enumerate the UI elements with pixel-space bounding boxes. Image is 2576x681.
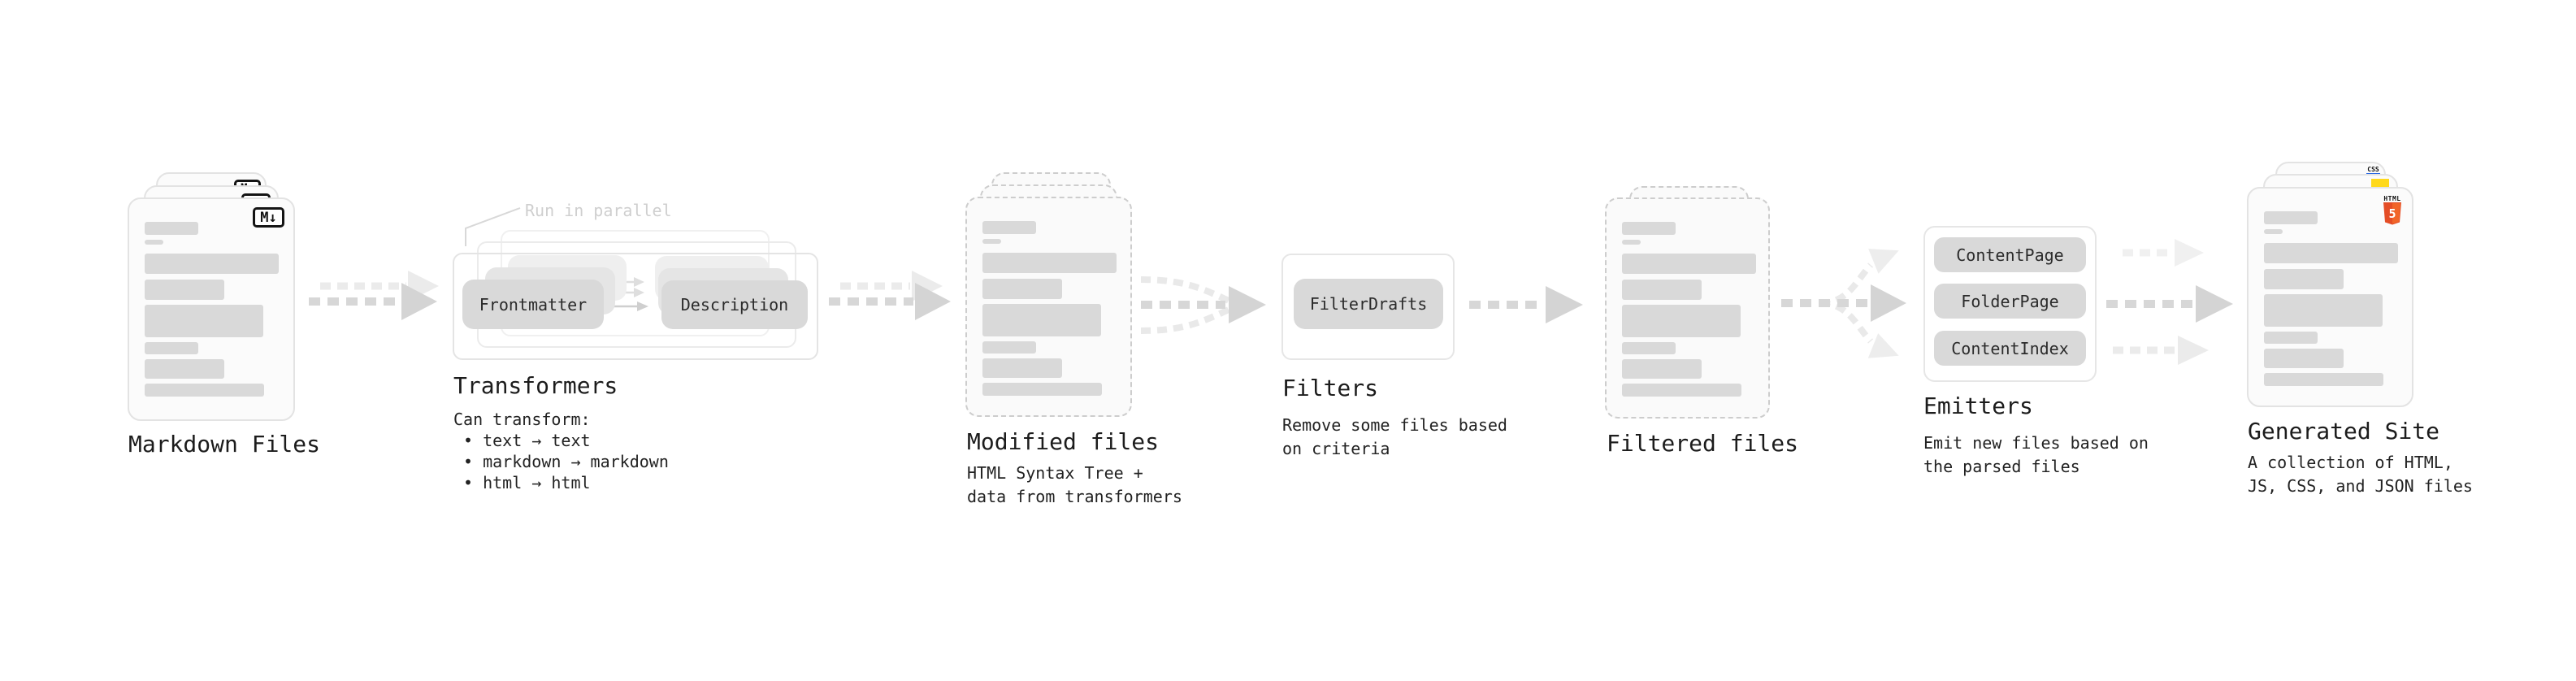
css-icon: CSS (2367, 166, 2379, 173)
generated-site-description: A collection of HTML, JS, CSS, and JSON … (2248, 451, 2473, 498)
modified-desc-line: data from transformers (967, 487, 1182, 506)
html5-icon: HTML 5 (2383, 195, 2402, 225)
generated-site-label: Generated Site (2248, 418, 2440, 445)
emitters-desc-line: Emit new files based on (1923, 433, 2149, 453)
filters-description: Remove some files based on criteria (1282, 414, 1507, 461)
transformers-box-front (453, 253, 818, 360)
modified-desc-line: HTML Syntax Tree + (967, 463, 1143, 483)
filtered-files-label: Filtered files (1607, 430, 1799, 457)
arrow-split-filtered-to-emitters (1781, 249, 1906, 358)
emitters-description: Emit new files based on the parsed files (1923, 432, 2149, 479)
emitters-box (1923, 226, 2097, 382)
transformers-bullet: • text → text (463, 431, 591, 450)
transformer-node-frontmatter: Frontmatter (462, 280, 604, 329)
html5-icon-label: HTML (2383, 195, 2401, 202)
filtered-file-card-front (1605, 197, 1770, 419)
svg-text:5: 5 (2388, 206, 2396, 221)
generated-desc-line: A collection of HTML, (2248, 453, 2453, 472)
emitter-node-contentindex: ContentIndex (1934, 331, 2086, 366)
transformers-heading: Transformers (453, 372, 618, 399)
arrow-transformers-to-modified (829, 271, 951, 320)
transformers-description: Can transform: • text → text • markdown … (453, 409, 669, 493)
file-content-skeleton (145, 222, 279, 397)
arrow-markdown-to-transformers (309, 271, 439, 320)
markdown-icon: M↓ (253, 207, 284, 228)
transformers-bullet: • html → html (463, 473, 591, 492)
emitter-node-contentpage: ContentPage (1934, 237, 2086, 272)
filters-box (1281, 254, 1455, 360)
arrow-filters-to-filtered (1469, 286, 1583, 323)
filters-heading: Filters (1282, 375, 1379, 401)
filters-desc-line: Remove some files based (1282, 415, 1507, 435)
modified-file-card-front (965, 197, 1132, 417)
modified-files-label: Modified files (967, 428, 1160, 455)
emitters-heading: Emitters (1923, 393, 2033, 419)
generated-desc-line: JS, CSS, and JSON files (2248, 476, 2473, 496)
transformers-desc-title: Can transform: (453, 410, 591, 429)
emitters-desc-line: the parsed files (1923, 457, 2080, 476)
emitter-node-folderpage: FolderPage (1934, 284, 2086, 319)
run-in-parallel-annotation: Run in parallel (525, 201, 672, 220)
transformers-bullet: • markdown → markdown (463, 452, 669, 471)
markdown-files-label: Markdown Files (128, 431, 321, 458)
file-content-skeleton (1622, 222, 1756, 397)
file-content-skeleton (2264, 211, 2398, 386)
generated-file-card-html: HTML 5 (2247, 187, 2413, 407)
filters-desc-line: on criteria (1282, 439, 1390, 458)
modified-files-description: HTML Syntax Tree + data from transformer… (967, 462, 1182, 509)
markdown-file-card-front: M↓ (128, 197, 295, 421)
html5-shield: 5 (2383, 202, 2401, 225)
file-content-skeleton (982, 221, 1117, 396)
arrow-merge-modified-to-filters (1140, 276, 1266, 334)
arrows-emitters-to-generated (2106, 239, 2233, 365)
filter-node-filterdrafts: FilterDrafts (1294, 279, 1443, 329)
transformer-node-description: Description (661, 280, 808, 329)
